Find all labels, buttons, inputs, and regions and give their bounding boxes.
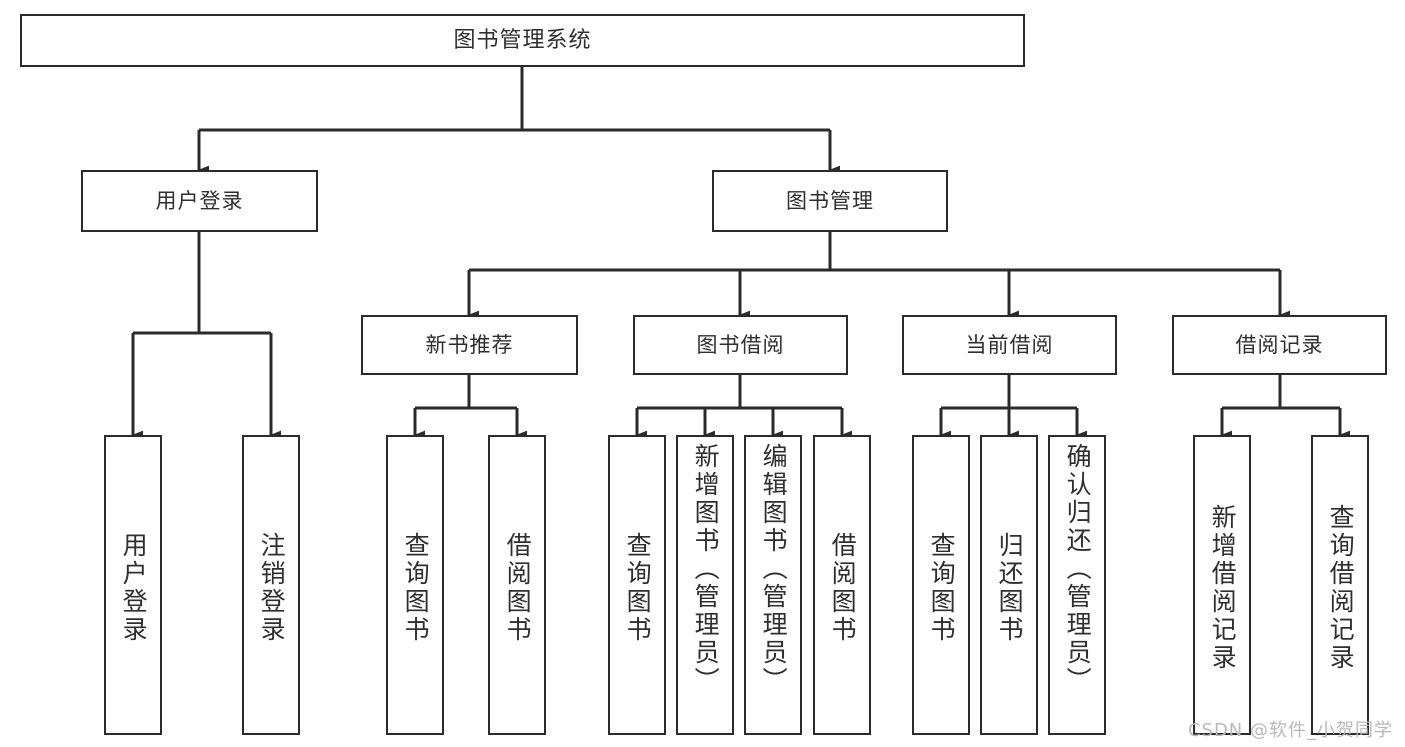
node-label: 新增借阅记录: [1208, 504, 1238, 672]
node-label: 借阅记录: [1235, 332, 1324, 357]
node-label: 确认归还（管理员）: [1063, 443, 1093, 695]
node-label: 注销登录: [257, 532, 287, 644]
node-book-management[interactable]: 图书管理: [712, 170, 948, 232]
node-book-borrow[interactable]: 图书借阅: [633, 315, 848, 375]
node-label: 新增图书（管理员）: [691, 443, 721, 695]
node-label: 图书借阅: [696, 332, 785, 357]
node-label: 当前借阅: [965, 332, 1054, 357]
node-leaf-user-login[interactable]: 用户登录: [104, 435, 162, 735]
node-label: 借阅图书: [503, 532, 533, 644]
node-new-book-recommend[interactable]: 新书推荐: [361, 315, 578, 375]
node-current-borrow[interactable]: 当前借阅: [902, 315, 1117, 375]
node-leaf-query-book-current[interactable]: 查询图书: [912, 435, 970, 735]
node-label: 查询图书: [927, 532, 957, 644]
watermark: CSDN @软件_小贺同学: [1187, 720, 1393, 741]
node-leaf-borrow-book[interactable]: 借阅图书: [813, 435, 871, 735]
node-leaf-borrow-book-recommend[interactable]: 借阅图书: [488, 435, 546, 735]
node-label: 用户登录: [155, 188, 244, 213]
node-leaf-return-book[interactable]: 归还图书: [980, 435, 1038, 735]
node-leaf-query-borrow-record[interactable]: 查询借阅记录: [1311, 435, 1369, 735]
node-label: 查询图书: [401, 532, 431, 644]
node-leaf-query-book-recommend[interactable]: 查询图书: [386, 435, 444, 735]
node-label: 图书管理: [786, 188, 874, 213]
node-leaf-confirm-return-admin[interactable]: 确认归还（管理员）: [1048, 435, 1106, 735]
node-label: 查询借阅记录: [1326, 504, 1356, 672]
node-leaf-query-book-borrow[interactable]: 查询图书: [608, 435, 666, 735]
node-label: 查询图书: [623, 532, 653, 644]
node-label: 图书管理系统: [453, 27, 592, 53]
node-borrow-records[interactable]: 借阅记录: [1172, 315, 1387, 375]
node-label: 编辑图书（管理员）: [759, 443, 789, 695]
node-label: 新书推荐: [425, 332, 514, 357]
node-label: 归还图书: [995, 532, 1025, 644]
node-root-system[interactable]: 图书管理系统: [20, 14, 1025, 67]
node-leaf-add-book-admin[interactable]: 新增图书（管理员）: [676, 435, 734, 735]
node-label: 用户登录: [119, 532, 149, 644]
node-leaf-edit-book-admin[interactable]: 编辑图书（管理员）: [744, 435, 802, 735]
node-user-login[interactable]: 用户登录: [81, 170, 318, 232]
node-label: 借阅图书: [828, 532, 858, 644]
node-leaf-logout[interactable]: 注销登录: [242, 435, 300, 735]
node-leaf-add-borrow-record[interactable]: 新增借阅记录: [1193, 435, 1251, 735]
